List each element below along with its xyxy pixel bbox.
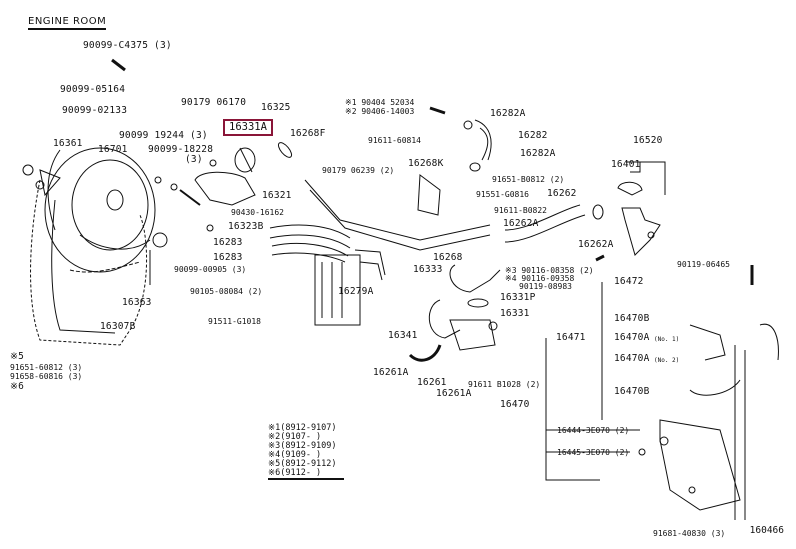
part-label-90179-06239[interactable]: 90179 06239 (2)	[322, 166, 395, 175]
part-label-16321[interactable]: 16321	[262, 190, 292, 201]
part-label-16261a-left[interactable]: 16261A	[373, 367, 409, 378]
part-label-16282a-top[interactable]: 16282A	[490, 108, 526, 119]
reservoir-tank-drawing	[638, 323, 779, 520]
part-label-90116-08358[interactable]: ※3 90116-08358 (2)	[505, 266, 594, 275]
legend-row: ※4(9109- )	[268, 450, 322, 460]
part-label-16401[interactable]: 16401	[611, 159, 641, 170]
part-label-91611-60814[interactable]: 91611-60814	[368, 136, 421, 145]
legend-row: ※1(8912-9107)	[268, 423, 337, 433]
part-label-16472[interactable]: 16472	[614, 276, 644, 287]
part-label-16520[interactable]: 16520	[633, 135, 663, 146]
no1-qualifier: (No. 1)	[654, 336, 680, 343]
part-label-16361[interactable]: 16361	[53, 138, 83, 149]
part-label-16333[interactable]: 16333	[413, 264, 443, 275]
applicability-legend: ※1(8912-9107) ※2(9107- ) ※3(8912-9109) ※…	[268, 424, 344, 480]
part-label-91651-60812[interactable]: 91651-60812 (3)	[10, 363, 83, 372]
legend-row: ※5(8912-9112)	[268, 459, 337, 469]
part-label-16470b-bottom[interactable]: 16470B	[614, 386, 650, 397]
section-title: ENGINE ROOM	[28, 16, 107, 30]
part-label-16261a-bottom[interactable]: 16261A	[436, 388, 472, 399]
legend-row: ※6(9112- )	[268, 468, 322, 478]
part-label-16283-lower[interactable]: 16283	[213, 252, 243, 263]
part-label-91551-g0816[interactable]: 91551-G0816	[476, 190, 529, 199]
part-label-16444-3e070[interactable]: 16444-3E070 (2)	[557, 426, 630, 435]
part-label-90116-09358[interactable]: ※4 90116-09358	[505, 274, 575, 283]
part-label-90105-08084[interactable]: 90105-08084 (2)	[190, 287, 263, 296]
bypass-pipes-drawing	[269, 179, 491, 326]
part-label-16279a[interactable]: 16279A	[338, 286, 374, 297]
part-label-16331[interactable]: 16331	[500, 308, 530, 319]
part-label-90099-02133[interactable]: 90099-02133	[62, 105, 128, 116]
part-label-16470a-no1[interactable]: 16470A	[614, 332, 650, 343]
part-label-16282a-bottom[interactable]: 16282A	[520, 148, 556, 159]
legend-row: ※2(9107- )	[268, 432, 322, 442]
part-label-16363[interactable]: 16363	[122, 297, 152, 308]
no2-qualifier: (No. 2)	[654, 357, 680, 364]
thermostat-housing-drawing	[154, 142, 293, 232]
part-label-16323b[interactable]: 16323B	[228, 221, 264, 232]
part-label-90119-08983[interactable]: 90119-08983	[519, 282, 572, 291]
part-label-16470[interactable]: 16470	[500, 399, 530, 410]
part-label-91611-b1028[interactable]: 91611 B1028 (2)	[468, 380, 541, 389]
part-label-16445-3e070[interactable]: 16445-3E070 (2)	[557, 448, 630, 457]
part-label-16470b-top[interactable]: 16470B	[614, 313, 650, 324]
part-label-90406-14003[interactable]: ※2 90406-14003	[345, 107, 415, 116]
part-label-91658-60816[interactable]: 91658-60816 (3)	[10, 372, 83, 381]
part-label-90099-05164[interactable]: 90099-05164	[60, 84, 126, 95]
lower-hose-drawing	[504, 204, 604, 243]
legend-row: ※3(8912-9109)	[268, 441, 337, 451]
part-label-16325[interactable]: 16325	[261, 102, 291, 113]
part-label-16331p[interactable]: 16331P	[500, 292, 536, 303]
part-label-16341[interactable]: 16341	[388, 330, 418, 341]
part-label-16262[interactable]: 16262	[547, 188, 577, 199]
part-label-90430-16162[interactable]: 90430-16162	[231, 208, 284, 217]
note-6: ※6	[10, 381, 25, 392]
part-label-16262a-middle[interactable]: 16262A	[503, 218, 539, 229]
part-label-91511-g1018[interactable]: 91511-G1018	[208, 317, 261, 326]
part-label-16261[interactable]: 16261	[417, 377, 447, 388]
note-5: ※5	[10, 351, 25, 362]
part-label-16307b[interactable]: 16307B	[100, 321, 136, 332]
part-label-90119-06465[interactable]: 90119-06465	[677, 260, 730, 269]
callout-brackets	[545, 161, 666, 481]
fan-shroud-drawing	[22, 58, 168, 346]
radiator-cap-drawing	[595, 181, 754, 285]
part-label-16283-upper[interactable]: 16283	[213, 237, 243, 248]
part-label-90179-06170[interactable]: 90179 06170	[181, 97, 247, 108]
part-label-90099-18228-qty: (3)	[185, 154, 203, 165]
part-label-16268k[interactable]: 16268K	[408, 158, 444, 169]
part-label-16268[interactable]: 16268	[433, 252, 463, 263]
part-label-16701[interactable]: 16701	[98, 144, 128, 155]
part-label-91651-b0812[interactable]: 91651-B0812 (2)	[492, 175, 565, 184]
part-label-90404-52034[interactable]: ※1 90404 52034	[345, 98, 415, 107]
part-label-90099-19244[interactable]: 90099 19244 (3)	[119, 130, 208, 141]
part-label-91681-40830[interactable]: 91681-40830 (3)	[653, 529, 726, 538]
part-label-16268f[interactable]: 16268F	[290, 128, 326, 139]
part-label-90099-00905[interactable]: 90099-00905 (3)	[174, 265, 247, 274]
water-inlet-drawing	[408, 264, 501, 362]
highlighted-part-16331a[interactable]: 16331A	[223, 119, 273, 136]
part-label-16282[interactable]: 16282	[518, 130, 548, 141]
part-label-16262a-right[interactable]: 16262A	[578, 239, 614, 250]
part-label-16471[interactable]: 16471	[556, 332, 586, 343]
part-label-91611-b0822[interactable]: 91611-B0822	[494, 206, 547, 215]
part-label-90099-c4375[interactable]: 90099-C4375 (3)	[83, 40, 172, 51]
part-label-16470a-no2[interactable]: 16470A	[614, 353, 650, 364]
upper-hose-drawing	[417, 106, 492, 216]
part-label-90099-18228[interactable]: 90099-18228	[148, 144, 214, 155]
figure-number: 160466	[749, 525, 784, 536]
